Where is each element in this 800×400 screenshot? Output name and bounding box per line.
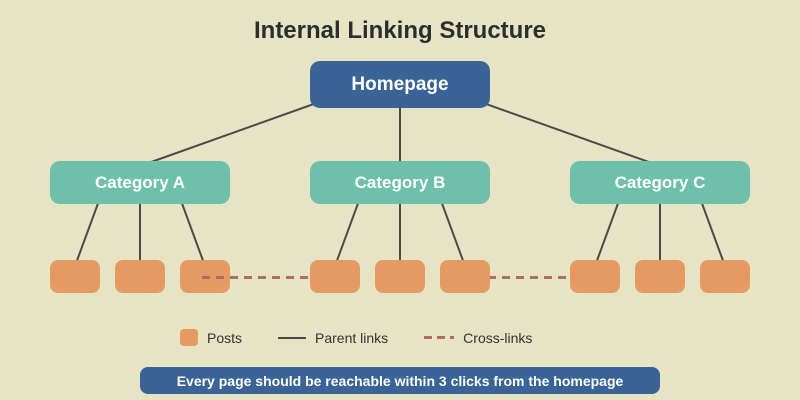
cross-link-b3-c1 — [488, 276, 570, 279]
cross-link-a3-b1 — [202, 276, 312, 279]
category-c-node: Category C — [570, 161, 750, 204]
legend-item-posts: Posts — [180, 329, 242, 346]
solid-line-icon — [278, 336, 307, 339]
post-node-c2 — [635, 260, 685, 293]
category-b-node: Category B — [310, 161, 490, 204]
post-node-b2 — [375, 260, 425, 293]
category-a-node: Category A — [50, 161, 230, 204]
legend-cross-links-label: Cross-links — [463, 329, 533, 346]
parent-link-home-catA — [139, 99, 326, 167]
legend-item-parent-links: Parent links — [278, 330, 388, 346]
parent-link-catB-post1 — [334, 197, 361, 267]
homepage-node: Homepage — [310, 61, 490, 108]
parent-link-catA-post3 — [179, 197, 206, 267]
parent-link-catA-post1 — [74, 197, 101, 267]
post-swatch-icon — [180, 329, 198, 346]
parent-link-catC-post3 — [699, 197, 726, 267]
parent-link-home-catC — [474, 99, 661, 167]
post-node-a1 — [50, 260, 100, 293]
post-node-c1 — [570, 260, 620, 293]
legend-item-cross-links: Cross-links — [424, 330, 532, 346]
diagram-title: Internal Linking Structure — [253, 17, 547, 44]
legend: Posts Parent links Cross-links — [180, 329, 532, 346]
parent-link-catB-post3 — [439, 197, 466, 267]
post-node-b1 — [310, 260, 360, 293]
legend-parent-links-label: Parent links — [315, 329, 389, 346]
post-node-b3 — [440, 260, 490, 293]
parent-link-catC-post1 — [594, 197, 621, 267]
post-node-c3 — [700, 260, 750, 293]
legend-posts-label: Posts — [207, 329, 243, 346]
banner-note: Every page should be reachable within 3 … — [140, 367, 660, 394]
dashed-line-icon — [424, 336, 455, 339]
post-node-a2 — [115, 260, 165, 293]
